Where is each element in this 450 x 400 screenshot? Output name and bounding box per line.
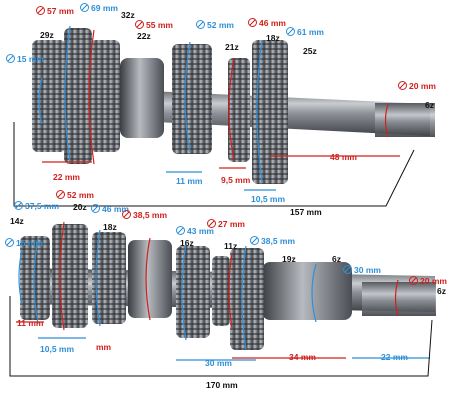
top-length-48: 48 mm — [330, 152, 357, 162]
bottom-length-30: 30 mm — [205, 358, 232, 368]
top-teeth-18z: 18z — [266, 33, 280, 43]
top-diameter-20: 20 mm — [398, 81, 436, 91]
top-teeth-6z: 6z — [425, 100, 434, 110]
top-diameter-69: 69 mm — [80, 3, 118, 13]
bottom-diameter-38-5b: 38,5 mm — [250, 236, 295, 246]
top-gear-18z — [228, 58, 250, 162]
bottom-gear-11z — [212, 256, 230, 326]
top-diameter-55: 55 mm — [135, 20, 173, 30]
bottom-diameter-20: 20 mm — [409, 276, 447, 286]
bottom-teeth-6z-sleeve: 6z — [332, 254, 341, 264]
bottom-dimension-lines — [9, 221, 433, 377]
bottom-teeth-20z: 20z — [73, 202, 87, 212]
bottom-diameter-43: 43 mm — [176, 226, 214, 236]
top-diameter-57: 57 mm — [36, 6, 74, 16]
bottom-diameter-30: 30 mm — [343, 265, 381, 275]
bottom-teeth-14z: 14z — [10, 216, 24, 226]
top-teeth-29z: 29z — [40, 30, 54, 40]
bottom-gear-20z — [52, 224, 88, 328]
top-gear-21z — [172, 44, 212, 154]
bottom-teeth-11z: 11z — [224, 241, 238, 251]
top-hub — [120, 58, 164, 138]
top-teeth-32z: 32z — [121, 10, 135, 20]
top-length-11: 11 mm — [176, 176, 203, 186]
top-length-22: 22 mm — [53, 172, 80, 182]
bottom-length-10-5: 10,5 mm — [40, 344, 75, 354]
top-diameter-52: 52 mm — [196, 20, 234, 30]
bottom-gear-16z — [176, 246, 210, 338]
bottom-diameter-37-5: 37,5 mm — [14, 201, 59, 211]
top-shaft — [32, 28, 435, 184]
top-gear-29z — [32, 40, 66, 152]
bottom-length-22: 22 mm — [381, 352, 408, 362]
bottom-sleeve — [262, 262, 352, 320]
bottom-shaft-spline — [362, 282, 436, 316]
bottom-teeth-18z: 18z — [103, 222, 117, 232]
bottom-diameter-38-5: 38,5 mm — [122, 210, 167, 220]
bottom-gear-19z — [230, 248, 264, 350]
top-teeth-21z: 21z — [225, 42, 239, 52]
bottom-gear-18z — [92, 232, 126, 324]
bottom-diameter-15: 15 mm — [5, 238, 43, 248]
top-gear-32z — [64, 28, 92, 164]
top-length-10-5: 10,5 mm — [251, 194, 286, 204]
top-length-9-5: 9,5 mm — [221, 175, 251, 185]
top-diameter-46: 46 mm — [248, 18, 286, 28]
top-teeth-22z: 22z — [137, 31, 151, 41]
bottom-diameter-52: 52 mm — [56, 190, 94, 200]
bottom-collar — [128, 240, 172, 318]
top-gear-22z — [90, 40, 120, 152]
top-total-length: 157 mm — [290, 207, 322, 217]
bottom-teeth-16z: 16z — [180, 238, 194, 248]
top-diameter-15: 15 mm — [6, 54, 44, 64]
top-teeth-25z: 25z — [303, 46, 317, 56]
top-dimension-lines — [13, 25, 415, 207]
bottom-diameter-46: 46 mm — [91, 204, 129, 214]
bottom-length-mm: mm — [96, 342, 112, 352]
bottom-total-length: 170 mm — [206, 380, 238, 390]
bottom-length-11: 11 mm — [17, 318, 44, 328]
top-diameter-61: 61 mm — [286, 27, 324, 37]
top-gear-25z — [252, 40, 288, 184]
bottom-length-34: 34 mm — [289, 352, 316, 362]
bottom-diameter-27: 27 mm — [207, 219, 245, 229]
bottom-teeth-6z-end: 6z — [437, 286, 446, 296]
bottom-teeth-19z: 19z — [282, 254, 296, 264]
bottom-gear-14z — [20, 236, 50, 320]
